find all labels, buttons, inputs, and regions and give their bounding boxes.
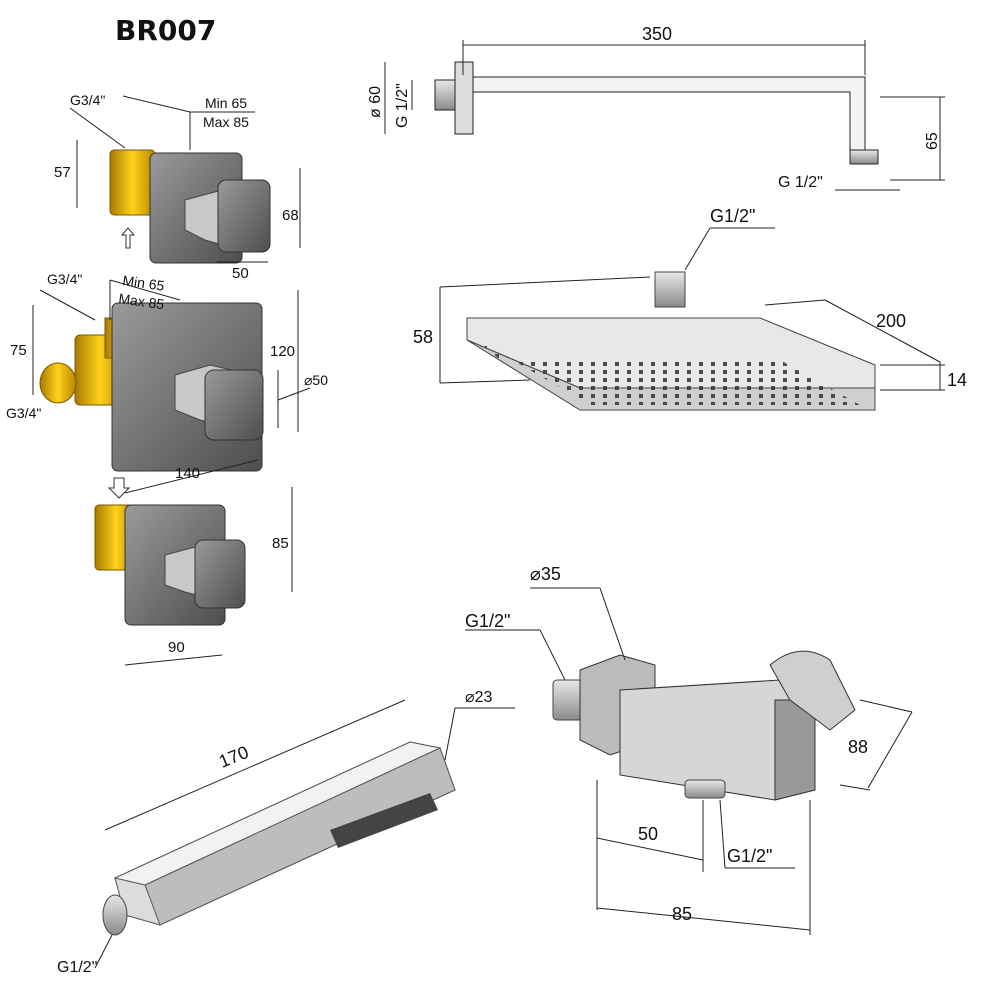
outlet-offset-label: 50 [638, 824, 658, 844]
outlet-inlet-label: G1/2" [465, 611, 510, 631]
thermostat-plate-height: 120 [270, 343, 295, 360]
arm-inlet-thread-label: G 1/2" [394, 83, 411, 128]
valve-top-plate-height: 68 [282, 207, 299, 224]
valve-top-depth-max: Max 85 [203, 114, 249, 130]
arm-outlet-thread-label: G 1/2" [778, 174, 823, 191]
rain-shower-head [439, 227, 945, 411]
thermostat-body-height: 75 [10, 342, 27, 359]
head-width-label: 200 [876, 311, 906, 331]
thermostat-plate-width: 140 [175, 465, 200, 482]
valve-bottom-plate-height: 85 [272, 535, 289, 552]
head-height-label: 58 [413, 327, 433, 347]
flange-diameter-label: ø 60 [367, 86, 384, 118]
thermostat-depth-min: Min 65 [122, 272, 166, 294]
valve-top-handle-width: 50 [232, 265, 249, 282]
wall-outlet-holder [465, 587, 913, 935]
outlet-length-label: 85 [672, 904, 692, 924]
thermostat-inlet-top-label: G3/4" [47, 271, 82, 287]
arm-drop-label: 65 [924, 132, 941, 150]
hand-shower [94, 699, 515, 969]
valve-bottom-plate-width: 90 [168, 639, 185, 656]
head-thickness-label: 14 [947, 370, 967, 390]
valve-top-body-height: 57 [54, 164, 71, 181]
stop-valve-bottom [94, 487, 293, 666]
stop-valve-top [69, 95, 301, 264]
valve-top-depth-min: Min 65 [205, 95, 247, 111]
thermostat-handle-size: ⌀50 [304, 372, 328, 388]
hand-shower-length: 170 [216, 742, 251, 772]
arm-length-label: 350 [642, 24, 672, 44]
valve-top-inlet-label: G3/4" [70, 92, 105, 108]
thermostat-depth-max: Max 85 [118, 290, 166, 312]
outlet-diameter-label: ⌀35 [530, 564, 561, 584]
outlet-thread-label: G1/2" [727, 846, 772, 866]
outlet-height-label: 88 [848, 737, 868, 757]
head-inlet-label: G1/2" [710, 206, 755, 226]
thermostat-valve [32, 279, 311, 499]
hand-shower-diameter: ⌀23 [465, 689, 493, 706]
hand-shower-thread: G1/2" [57, 959, 97, 976]
product-code: BR007 [115, 14, 216, 47]
thermostat-inlet-side-label: G3/4" [6, 405, 41, 421]
shower-arm [384, 40, 945, 191]
